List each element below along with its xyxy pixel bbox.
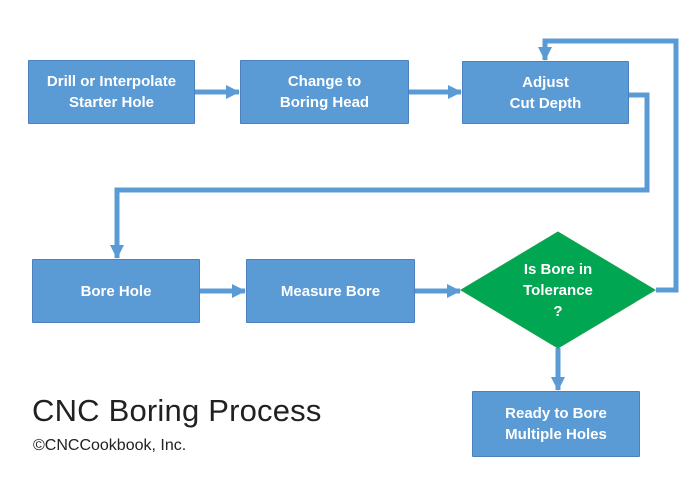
node-label-line: Starter Hole [68, 94, 155, 111]
node-label-line: Change to [287, 73, 362, 90]
page-title: CNC Boring Process [32, 393, 322, 428]
node-label-line: Adjust [522, 73, 569, 91]
node-label-line: Bore Hole [80, 282, 152, 300]
node-label-line: Cut Depth [509, 94, 582, 112]
node-label-line: Multiple Holes [505, 426, 607, 443]
node-drill-starter-hole: Drill or Interpolate Starter Hole [28, 60, 195, 124]
node-adjust-cut-depth: Adjust Cut Depth [462, 61, 629, 124]
node-bore-hole: Bore Hole [32, 259, 200, 323]
node-ready-multiple-holes: Ready to Bore Multiple Holes [472, 391, 640, 457]
decision-diamond-shape [460, 231, 656, 349]
connector-adjust-to-bore [110, 92, 650, 259]
node-label-line: Boring Head [279, 94, 370, 111]
node-measure-bore: Measure Bore [246, 259, 415, 323]
node-label-line: Measure Bore [280, 282, 381, 300]
node-label-line: Ready to Bore [505, 405, 607, 422]
node-label-line: Drill or Interpolate [46, 73, 177, 90]
node-change-boring-head: Change to Boring Head [240, 60, 409, 124]
copyright-text: ©CNCCookbook, Inc. [33, 437, 187, 454]
connector-decision-loop-to-adjust [538, 38, 679, 293]
